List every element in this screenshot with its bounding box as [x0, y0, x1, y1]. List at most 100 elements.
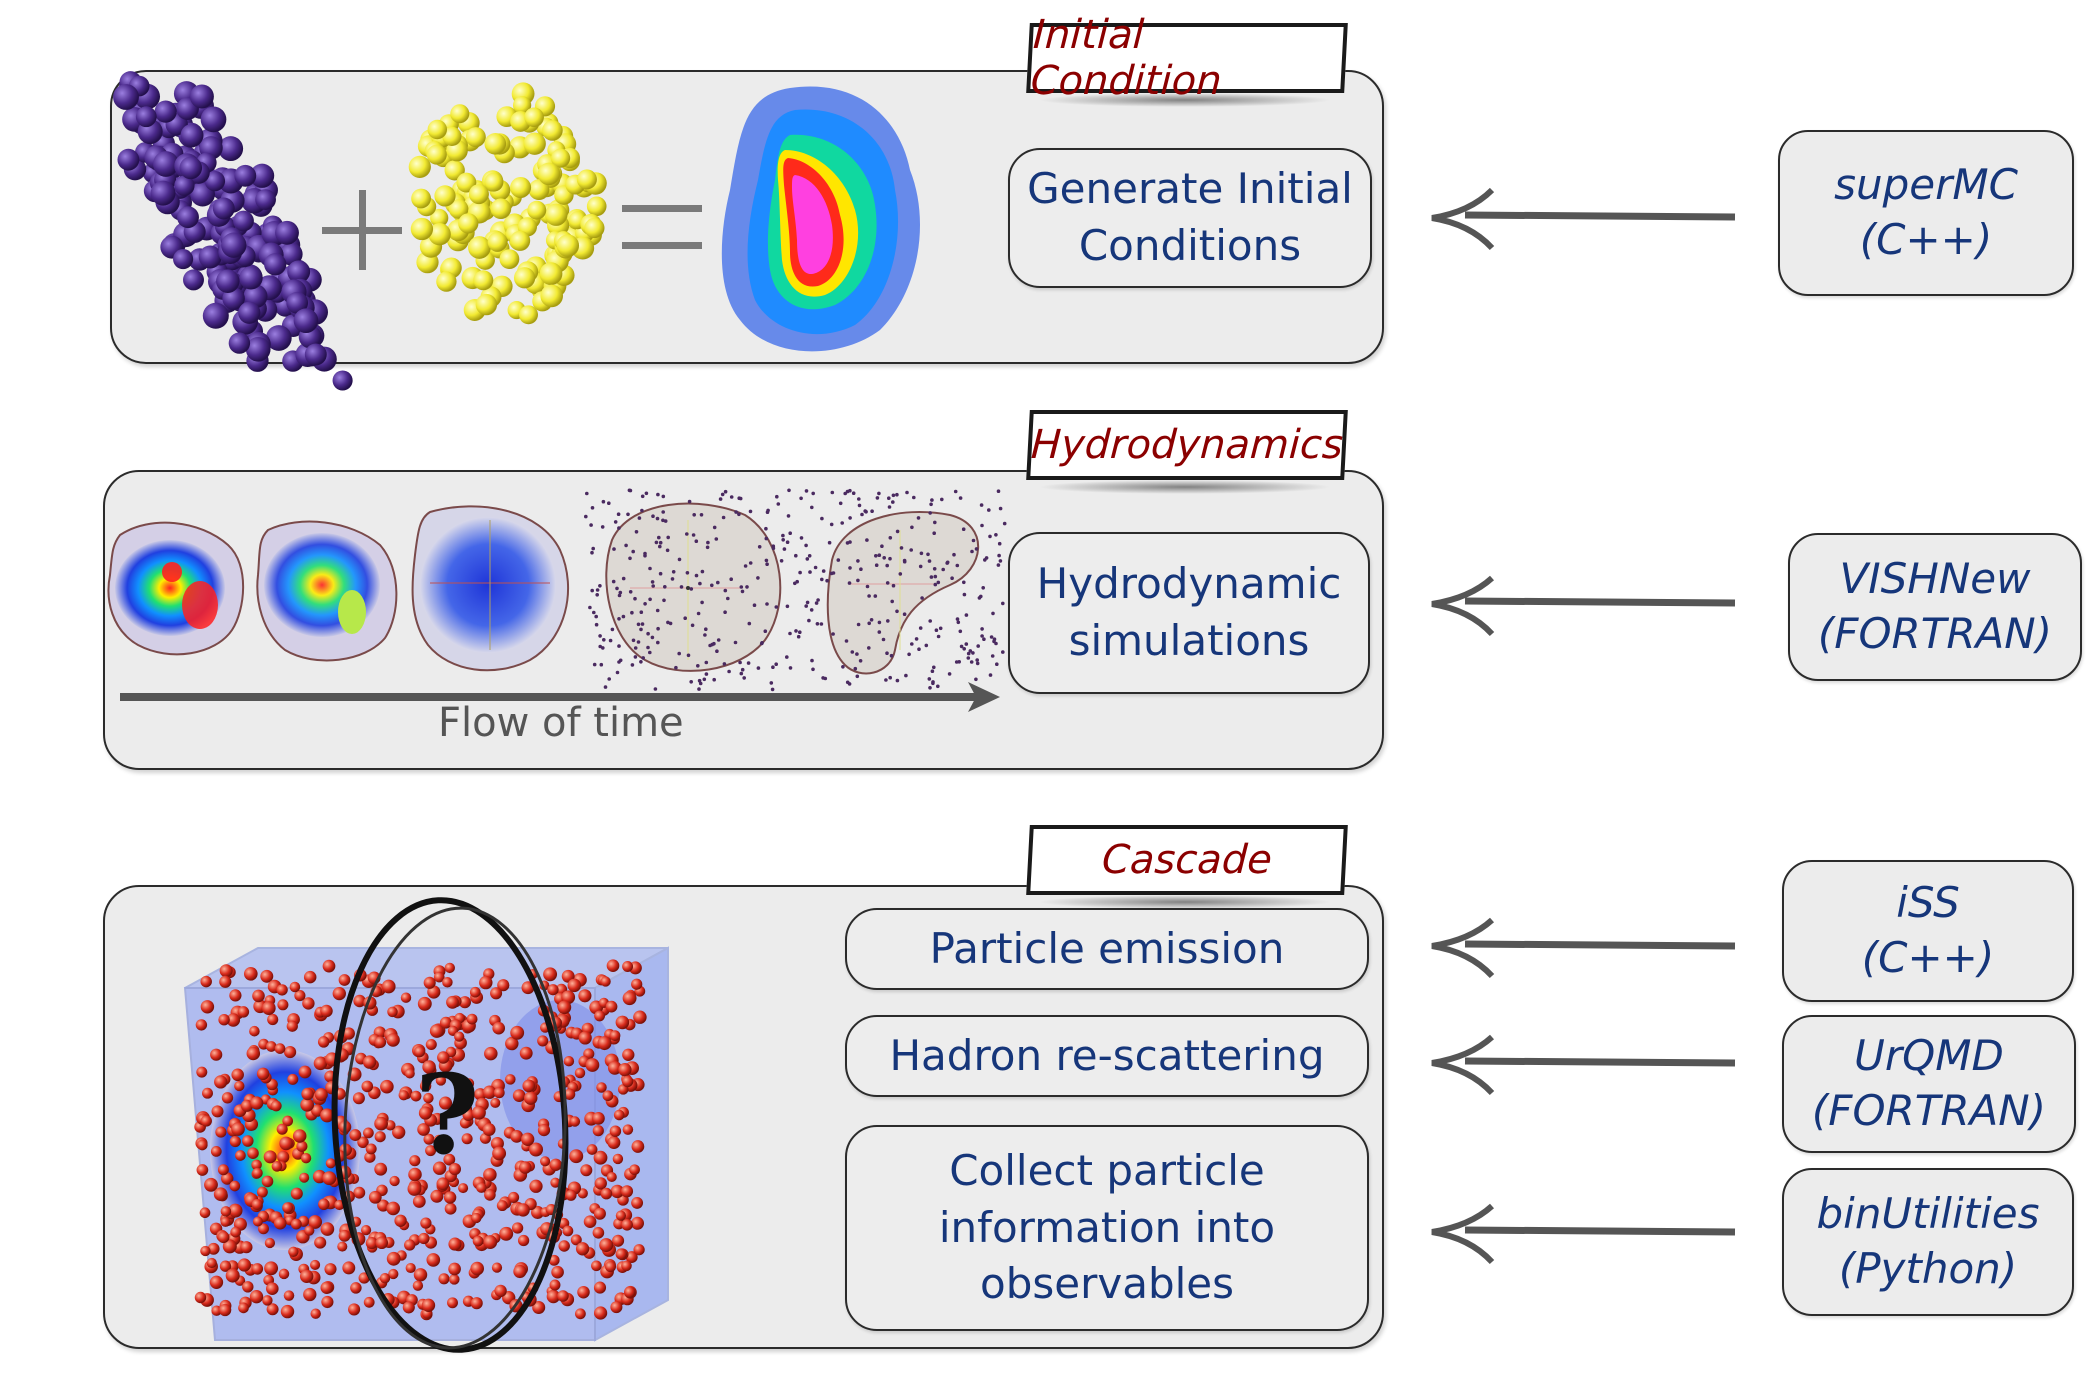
emitted-particle [781, 538, 785, 542]
hadron-particle [540, 1156, 551, 1167]
hadron-particle [299, 1172, 310, 1183]
hadron-particle [622, 991, 637, 1006]
hadron-particle [550, 1177, 561, 1188]
left-arrow-icon [1431, 1034, 1736, 1096]
emitted-particle [771, 544, 776, 548]
hadron-particle [294, 990, 306, 1002]
emitted-particle [602, 638, 606, 642]
hadron-particle [423, 1092, 434, 1104]
emitted-particle [677, 557, 682, 562]
emitted-particle [658, 540, 663, 545]
emitted-particle [764, 536, 769, 541]
nucleon-a [245, 336, 271, 362]
emitted-particle [643, 553, 647, 558]
emitted-particle [902, 559, 907, 564]
emitted-particle [980, 634, 984, 638]
emitted-particle [811, 491, 815, 496]
emitted-particle [698, 681, 703, 686]
emitted-particle [827, 540, 832, 545]
hadron-particle [407, 1181, 422, 1196]
hadron-particle [220, 1216, 231, 1227]
emitted-particle [677, 651, 681, 656]
hadron-particle [313, 1056, 328, 1071]
emitted-particle [698, 581, 702, 586]
emitted-particle [788, 631, 792, 636]
hadron-particle [211, 1305, 222, 1316]
hadron-particle [483, 1167, 497, 1182]
flow-arrow [120, 682, 1000, 712]
hadron-particle [612, 1234, 625, 1247]
emitted-particle [696, 611, 701, 616]
emitted-particle [740, 667, 745, 672]
emitted-particle [589, 523, 593, 527]
hadron-particle [454, 1031, 465, 1042]
emitted-particle [823, 676, 828, 681]
emitted-particle [816, 598, 820, 602]
emitted-particle [636, 622, 641, 627]
emitted-particle [592, 610, 596, 615]
code-iss: iSS (C++) [1782, 860, 2074, 1002]
emitted-particle [626, 512, 630, 517]
hadron-particle [493, 1087, 505, 1099]
hadron-particle [219, 975, 232, 988]
emitted-particle [700, 569, 705, 574]
code-binutilities: binUtilities (Python) [1782, 1168, 2074, 1316]
hadron-particle [199, 1207, 211, 1219]
hadron-particle [511, 1222, 524, 1234]
emitted-particle [617, 617, 621, 621]
hadron-particle [338, 974, 351, 986]
hadron-particle [360, 1224, 372, 1236]
hadron-particle [522, 1079, 536, 1093]
hadron-particle [615, 1248, 627, 1260]
emitted-particle [924, 643, 929, 648]
hadron-particle [443, 1153, 456, 1166]
emitted-particle [980, 523, 984, 528]
hadron-particle [512, 1089, 526, 1102]
hadron-particle [238, 1302, 249, 1314]
hadron-particle [387, 1006, 398, 1018]
hadron-particle [282, 1202, 294, 1214]
hadron-particle [562, 1225, 574, 1237]
emitted-particle [969, 660, 974, 664]
emitted-particle [920, 596, 924, 600]
nucleus-b-cluster [408, 82, 607, 325]
emitted-particle [745, 585, 749, 589]
hadron-particle [610, 1184, 625, 1199]
emitted-particle [674, 665, 678, 670]
emitted-particle [615, 586, 619, 591]
hadron-particle [202, 1087, 213, 1099]
emitted-particle [820, 577, 824, 582]
emitted-particle [612, 547, 616, 551]
hadron-particle [220, 1206, 232, 1217]
hadron-particle [320, 1281, 333, 1294]
nucleon-b [576, 169, 597, 190]
emitted-particle [933, 582, 938, 587]
emitted-particle [799, 496, 803, 501]
emitted-particle [723, 588, 728, 593]
nucleon-b [540, 284, 564, 308]
emitted-particle [648, 597, 652, 602]
hadron-particle [458, 1183, 469, 1194]
emitted-particle [856, 559, 860, 563]
emitted-particle [637, 516, 642, 520]
nucleon-b [448, 199, 469, 219]
emitted-particle [811, 667, 815, 672]
emitted-particle [663, 519, 668, 523]
nucleon-a [150, 180, 176, 206]
hadron-particle [342, 1027, 355, 1040]
left-arrow-icon [1431, 187, 1736, 251]
emitted-particle [739, 671, 744, 676]
emitted-particle [982, 637, 986, 641]
nucleon-a [179, 156, 203, 180]
hadron-particle [287, 1073, 299, 1085]
nucleon-b [512, 96, 532, 115]
hadron-particle [394, 1214, 407, 1227]
emitted-particle [631, 638, 636, 643]
emitted-particle [764, 526, 768, 531]
hadron-particle [557, 1000, 572, 1015]
hadron-particle [209, 1275, 224, 1289]
hadron-particle [303, 970, 317, 984]
hadron-particle [217, 1231, 230, 1244]
emitted-particle [595, 593, 599, 597]
